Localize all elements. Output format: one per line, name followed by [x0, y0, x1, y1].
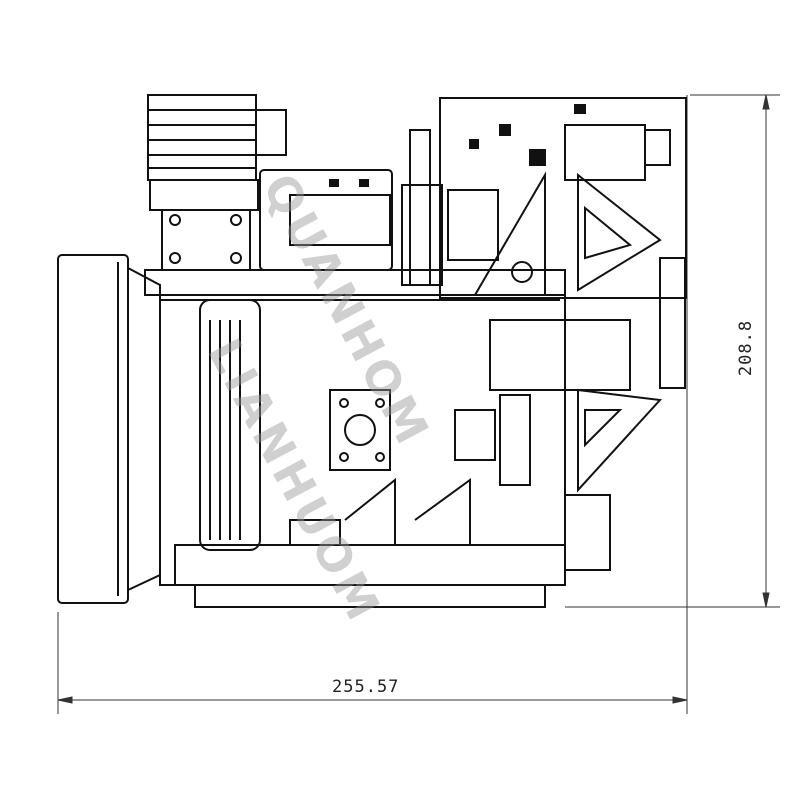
width-dimension-label: 255.57 [332, 677, 400, 697]
heatsink [147, 94, 287, 271]
dmd-mount [289, 389, 531, 546]
height-dimension-label: 208.8 [736, 319, 757, 377]
main-frame [144, 269, 631, 608]
lens-barrel [57, 254, 161, 604]
prism-bracket [473, 171, 686, 493]
circuit-boards [259, 97, 687, 299]
